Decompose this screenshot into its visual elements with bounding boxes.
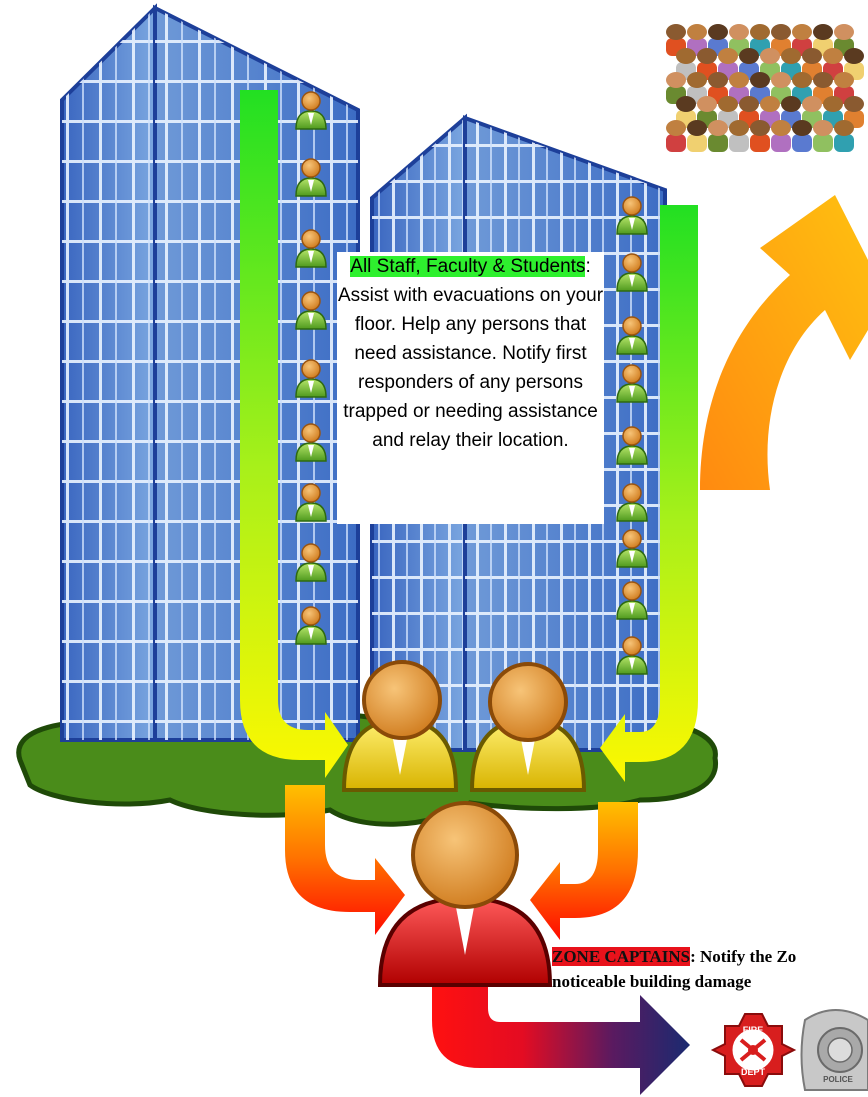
crowd-icon — [664, 20, 868, 152]
left-captain-arrow — [285, 785, 405, 935]
crowd-head — [823, 48, 843, 64]
crowd-head — [834, 24, 854, 40]
callout-highlight: All Staff, Faculty & Students — [350, 256, 586, 277]
fire-department-badge-icon: FIRE DEPT — [710, 1013, 797, 1087]
crowd-body — [792, 134, 812, 152]
crowd-head — [739, 48, 759, 64]
fire-badge-bottom-text: DEPT — [741, 1067, 766, 1077]
staff-person-right-icon — [469, 662, 587, 792]
crowd-head — [802, 48, 822, 64]
crowd-body — [813, 134, 833, 152]
left-evacuation-arrow — [240, 90, 348, 778]
responder-arrow — [432, 985, 690, 1095]
crowd-body — [729, 134, 749, 152]
crowd-body — [771, 134, 791, 152]
crowd-head — [760, 48, 780, 64]
crowd-head — [813, 72, 833, 88]
zone-body-line1: : Notify the Zo — [690, 947, 797, 966]
crowd-head — [823, 96, 843, 112]
police-badge-icon: POLICE — [800, 1009, 868, 1091]
crowd-body — [750, 134, 770, 152]
crowd-head — [760, 96, 780, 112]
fire-badge-top-text: FIRE — [743, 1025, 764, 1035]
big-orange-arrow — [700, 195, 868, 490]
police-badge-text: POLICE — [823, 1075, 853, 1084]
crowd-head — [718, 96, 738, 112]
crowd-head — [844, 96, 864, 112]
zone-body-line2: noticeable building damage — [552, 972, 752, 991]
crowd-head — [676, 96, 696, 112]
staff-person-left-icon — [341, 660, 459, 792]
crowd-body — [666, 134, 686, 152]
crowd-head — [750, 72, 770, 88]
crowd-head — [781, 96, 801, 112]
crowd-head — [666, 120, 686, 136]
zone-captains-highlight: ZONE CAPTAINS — [552, 947, 691, 966]
crowd-head — [729, 120, 749, 136]
crowd-body — [687, 134, 707, 152]
right-captain-arrow — [530, 802, 638, 940]
crowd-head — [813, 120, 833, 136]
crowd-head — [708, 72, 728, 88]
crowd-head — [729, 72, 749, 88]
crowd-head — [697, 96, 717, 112]
crowd-head — [844, 48, 864, 64]
crowd-body — [708, 134, 728, 152]
crowd-head — [687, 72, 707, 88]
staff-instructions-callout: All Staff, Faculty & Students: Assist wi… — [337, 252, 604, 524]
crowd-head — [781, 48, 801, 64]
crowd-head — [708, 120, 728, 136]
zone-line-1: ZONE CAPTAINS: Notify the Zo — [552, 944, 868, 969]
crowd-head — [750, 24, 770, 40]
crowd-head — [666, 72, 686, 88]
crowd-head — [687, 24, 707, 40]
crowd-head — [729, 24, 749, 40]
crowd-head — [834, 120, 854, 136]
crowd-head — [771, 72, 791, 88]
crowd-body — [834, 134, 854, 152]
crowd-head — [771, 24, 791, 40]
crowd-head — [697, 48, 717, 64]
crowd-head — [802, 96, 822, 112]
crowd-head — [718, 48, 738, 64]
crowd-head — [708, 24, 728, 40]
crowd-head — [676, 48, 696, 64]
crowd-head — [792, 120, 812, 136]
right-evacuation-arrow — [600, 205, 698, 782]
crowd-head — [750, 120, 770, 136]
crowd-head — [666, 24, 686, 40]
callout-body: : Assist with evacuations on your floor.… — [337, 256, 604, 451]
crowd-head — [739, 96, 759, 112]
crowd-head — [813, 24, 833, 40]
crowd-head — [687, 120, 707, 136]
crowd-head — [792, 24, 812, 40]
zone-captain-icon — [377, 801, 553, 987]
crowd-head — [771, 120, 791, 136]
crowd-head — [792, 72, 812, 88]
zone-captains-instructions: ZONE CAPTAINS: Notify the Zo noticeable … — [552, 944, 868, 994]
crowd-head — [834, 72, 854, 88]
